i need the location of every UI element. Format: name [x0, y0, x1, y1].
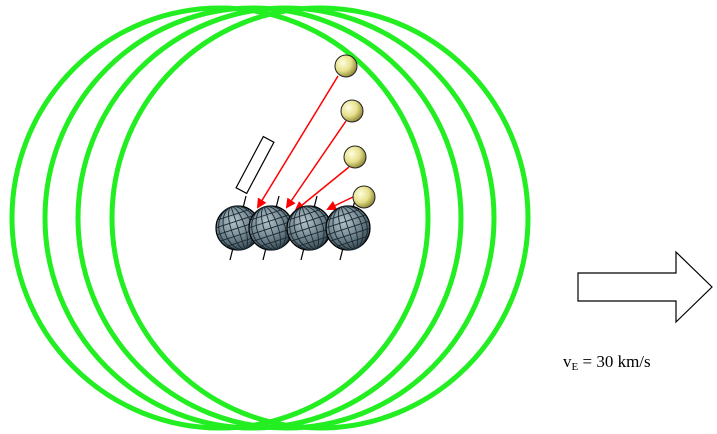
light-ray-4 — [326, 196, 354, 211]
light-ray-2 — [285, 120, 347, 209]
light-ray-1 — [256, 75, 339, 209]
star-image-icon-2 — [340, 99, 364, 123]
telescope — [235, 135, 275, 195]
star-images — [334, 54, 376, 209]
light-ring-4 — [109, 5, 531, 431]
light-ray-3 — [294, 166, 350, 212]
light-ring-2 — [42, 5, 464, 431]
star-image-icon-4 — [352, 185, 376, 209]
telescope-group — [235, 135, 275, 195]
star-image-icon-3 — [343, 145, 367, 169]
light-rays — [256, 75, 354, 212]
light-wavefronts — [9, 5, 531, 431]
velocity-value: = 30 km/s — [578, 352, 651, 371]
earth-positions — [215, 195, 371, 261]
hollow-right-arrow-icon — [577, 250, 713, 324]
velocity-subscript: E — [571, 361, 579, 373]
star-image-icon-1 — [334, 54, 358, 78]
earth-velocity-label: vE = 30 km/s — [563, 352, 651, 373]
light-ring-1 — [9, 5, 431, 431]
light-ring-3 — [75, 5, 497, 431]
velocity-symbol: v — [563, 352, 572, 371]
earth-icon-4 — [325, 195, 371, 261]
